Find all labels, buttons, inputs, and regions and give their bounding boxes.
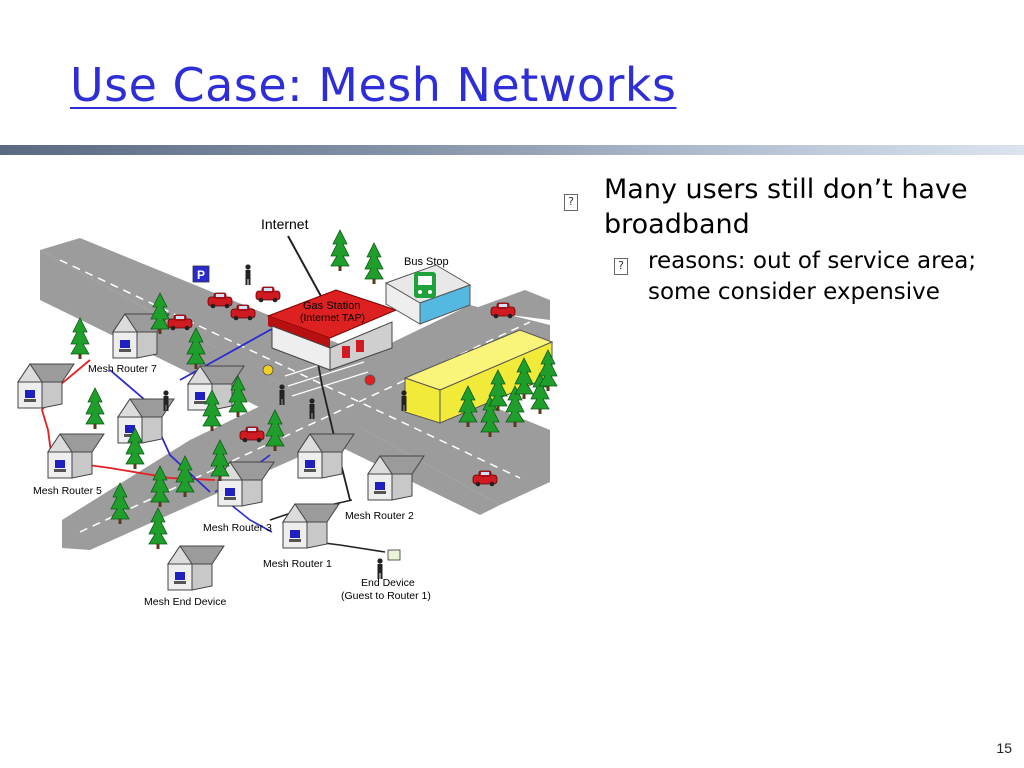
mesh-router-5-label: Mesh Router 5 <box>33 485 102 497</box>
mesh-router-3-label: Mesh Router 3 <box>203 522 272 534</box>
page-number: 15 <box>996 740 1012 756</box>
internet-tap-label: (Internet TAP) <box>300 312 365 324</box>
parking-sign-label: P <box>197 268 205 282</box>
road-sign-icon <box>262 364 274 376</box>
title-divider <box>0 145 1024 155</box>
end-device-icon <box>387 549 401 561</box>
guest-to-router-label: (Guest to Router 1) <box>341 590 431 602</box>
bullet-item: ? Many users still don’t have broadband <box>560 172 1000 242</box>
bullet-text: Many users still don’t have broadband <box>604 174 968 240</box>
bullet-marker-icon: ? <box>564 194 578 211</box>
mesh-router-1-label: Mesh Router 1 <box>263 558 332 570</box>
internet-label: Internet <box>261 216 309 232</box>
end-device-label: End Device <box>361 577 415 589</box>
sub-bullet-text: reasons: out of service area; some consi… <box>648 248 977 305</box>
gas-station <box>266 289 398 371</box>
slide-title: Use Case: Mesh Networks <box>70 58 677 112</box>
mesh-router-2-label: Mesh Router 2 <box>345 510 414 522</box>
gas-station-label: Gas Station <box>303 300 360 312</box>
diagram-labels: Internet Bus Stop Gas Station (Internet … <box>33 216 449 608</box>
parking-sign: P <box>192 265 210 283</box>
sub-bullet-marker-icon: ? <box>614 258 628 275</box>
mesh-end-device-label: Mesh End Device <box>144 596 226 608</box>
bus-stop-label: Bus Stop <box>404 256 449 268</box>
mesh-router-7-label: Mesh Router 7 <box>88 363 157 375</box>
sub-bullet-item: ? reasons: out of service area; some con… <box>560 246 1000 308</box>
mesh-network-diagram: P Internet Bus Stop Gas Station (Interne… <box>17 216 558 608</box>
bullet-list: ? Many users still don’t have broadband … <box>560 172 1000 308</box>
bus-stop <box>384 264 472 325</box>
stop-sign-icon <box>364 374 376 386</box>
